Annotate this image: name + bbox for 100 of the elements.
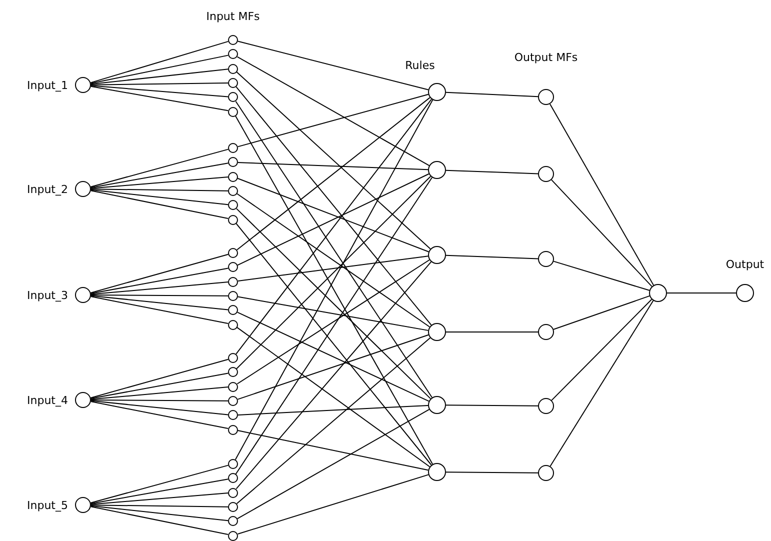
circle-node bbox=[228, 200, 238, 210]
connector-line bbox=[90, 86, 229, 112]
connector-line bbox=[236, 261, 432, 490]
circle-node bbox=[228, 248, 238, 258]
circle-node bbox=[228, 64, 238, 74]
circle-node bbox=[228, 396, 238, 406]
circle-node bbox=[228, 106, 238, 116]
connector-line bbox=[90, 401, 229, 430]
circle-node bbox=[228, 305, 238, 316]
connector-line bbox=[90, 188, 228, 192]
circle-node bbox=[538, 251, 554, 267]
input-label: Input_2 bbox=[27, 183, 68, 196]
circle-node bbox=[228, 320, 238, 330]
connector-line bbox=[90, 189, 229, 206]
connector-line bbox=[446, 92, 538, 98]
connector-line bbox=[90, 148, 229, 188]
connector-line bbox=[236, 97, 430, 250]
circle-node bbox=[228, 276, 238, 287]
circle-node bbox=[228, 35, 238, 45]
circle-node bbox=[228, 516, 238, 526]
circle-node bbox=[228, 353, 238, 363]
circle-node bbox=[428, 463, 446, 481]
connector-line bbox=[666, 292, 736, 294]
connector-line bbox=[237, 296, 429, 331]
connector-line bbox=[90, 505, 229, 522]
connector-line bbox=[90, 492, 229, 505]
circle-node bbox=[228, 262, 238, 272]
circle-node bbox=[538, 166, 554, 182]
connector-line bbox=[90, 294, 228, 296]
circle-node bbox=[538, 324, 554, 340]
layer-label: Output MFs bbox=[514, 51, 578, 64]
connector-line bbox=[551, 298, 652, 401]
circle-node bbox=[538, 89, 554, 105]
circle-node bbox=[228, 473, 238, 484]
connector-line bbox=[236, 176, 432, 370]
circle-node bbox=[228, 502, 238, 512]
connector-line bbox=[90, 40, 229, 84]
connector-line bbox=[90, 295, 229, 310]
connector-line bbox=[238, 404, 428, 416]
connector-line bbox=[90, 162, 229, 188]
connector-line bbox=[446, 404, 538, 406]
connector-line bbox=[90, 358, 229, 398]
connector-line bbox=[90, 386, 229, 400]
connector-line bbox=[553, 295, 650, 330]
connector-line bbox=[237, 312, 430, 402]
input-label: Input_4 bbox=[27, 394, 68, 407]
connector-line bbox=[90, 176, 229, 189]
connector-line bbox=[236, 98, 432, 355]
connector-line bbox=[236, 71, 431, 250]
input-label: Input_5 bbox=[27, 499, 68, 512]
circle-node bbox=[228, 157, 238, 168]
connector-line bbox=[90, 68, 229, 85]
connector-line bbox=[90, 372, 229, 400]
connector-line bbox=[549, 103, 654, 286]
connector-line bbox=[90, 54, 229, 84]
circle-node bbox=[228, 488, 238, 498]
connector-line bbox=[237, 178, 430, 252]
connector-line bbox=[236, 193, 430, 328]
output-label: Output bbox=[726, 258, 764, 271]
connector-line bbox=[90, 464, 229, 504]
connector-line bbox=[235, 100, 433, 398]
circle-node bbox=[228, 367, 238, 378]
connector-line bbox=[553, 260, 650, 291]
connector-line bbox=[237, 474, 429, 535]
circle-node bbox=[228, 424, 238, 434]
connector-line bbox=[236, 408, 430, 520]
circle-node bbox=[228, 459, 238, 469]
connector-line bbox=[90, 85, 229, 98]
circle-node bbox=[649, 284, 667, 302]
connector-line bbox=[550, 300, 654, 467]
connector-line bbox=[237, 173, 430, 266]
connector-line bbox=[90, 400, 229, 416]
input-label: Input_1 bbox=[27, 79, 68, 92]
connector-line bbox=[237, 94, 429, 148]
connector-line bbox=[446, 472, 538, 474]
circle-node bbox=[228, 49, 238, 60]
circle-node bbox=[228, 530, 238, 540]
connector-line bbox=[237, 334, 429, 400]
connector-line bbox=[446, 170, 538, 174]
connector-line bbox=[236, 326, 430, 468]
circle-node bbox=[228, 143, 238, 153]
connector-line bbox=[236, 86, 432, 326]
connector-line bbox=[90, 254, 229, 294]
connector-line bbox=[237, 256, 429, 282]
layer-label: Input MFs bbox=[206, 10, 260, 23]
circle-node bbox=[428, 83, 446, 101]
connector-line bbox=[550, 179, 652, 287]
connector-line bbox=[235, 177, 433, 475]
circle-node bbox=[228, 92, 238, 102]
circle-node bbox=[538, 465, 554, 481]
circle-node bbox=[428, 161, 446, 179]
circle-node bbox=[228, 214, 238, 224]
connector-line bbox=[90, 282, 229, 295]
connector-line bbox=[237, 430, 429, 471]
connector-line bbox=[90, 504, 228, 508]
connector-line bbox=[446, 254, 538, 260]
connector-line bbox=[90, 268, 229, 294]
connector-line bbox=[236, 259, 430, 384]
input-label: Input_3 bbox=[27, 289, 68, 302]
circle-node bbox=[538, 398, 554, 414]
